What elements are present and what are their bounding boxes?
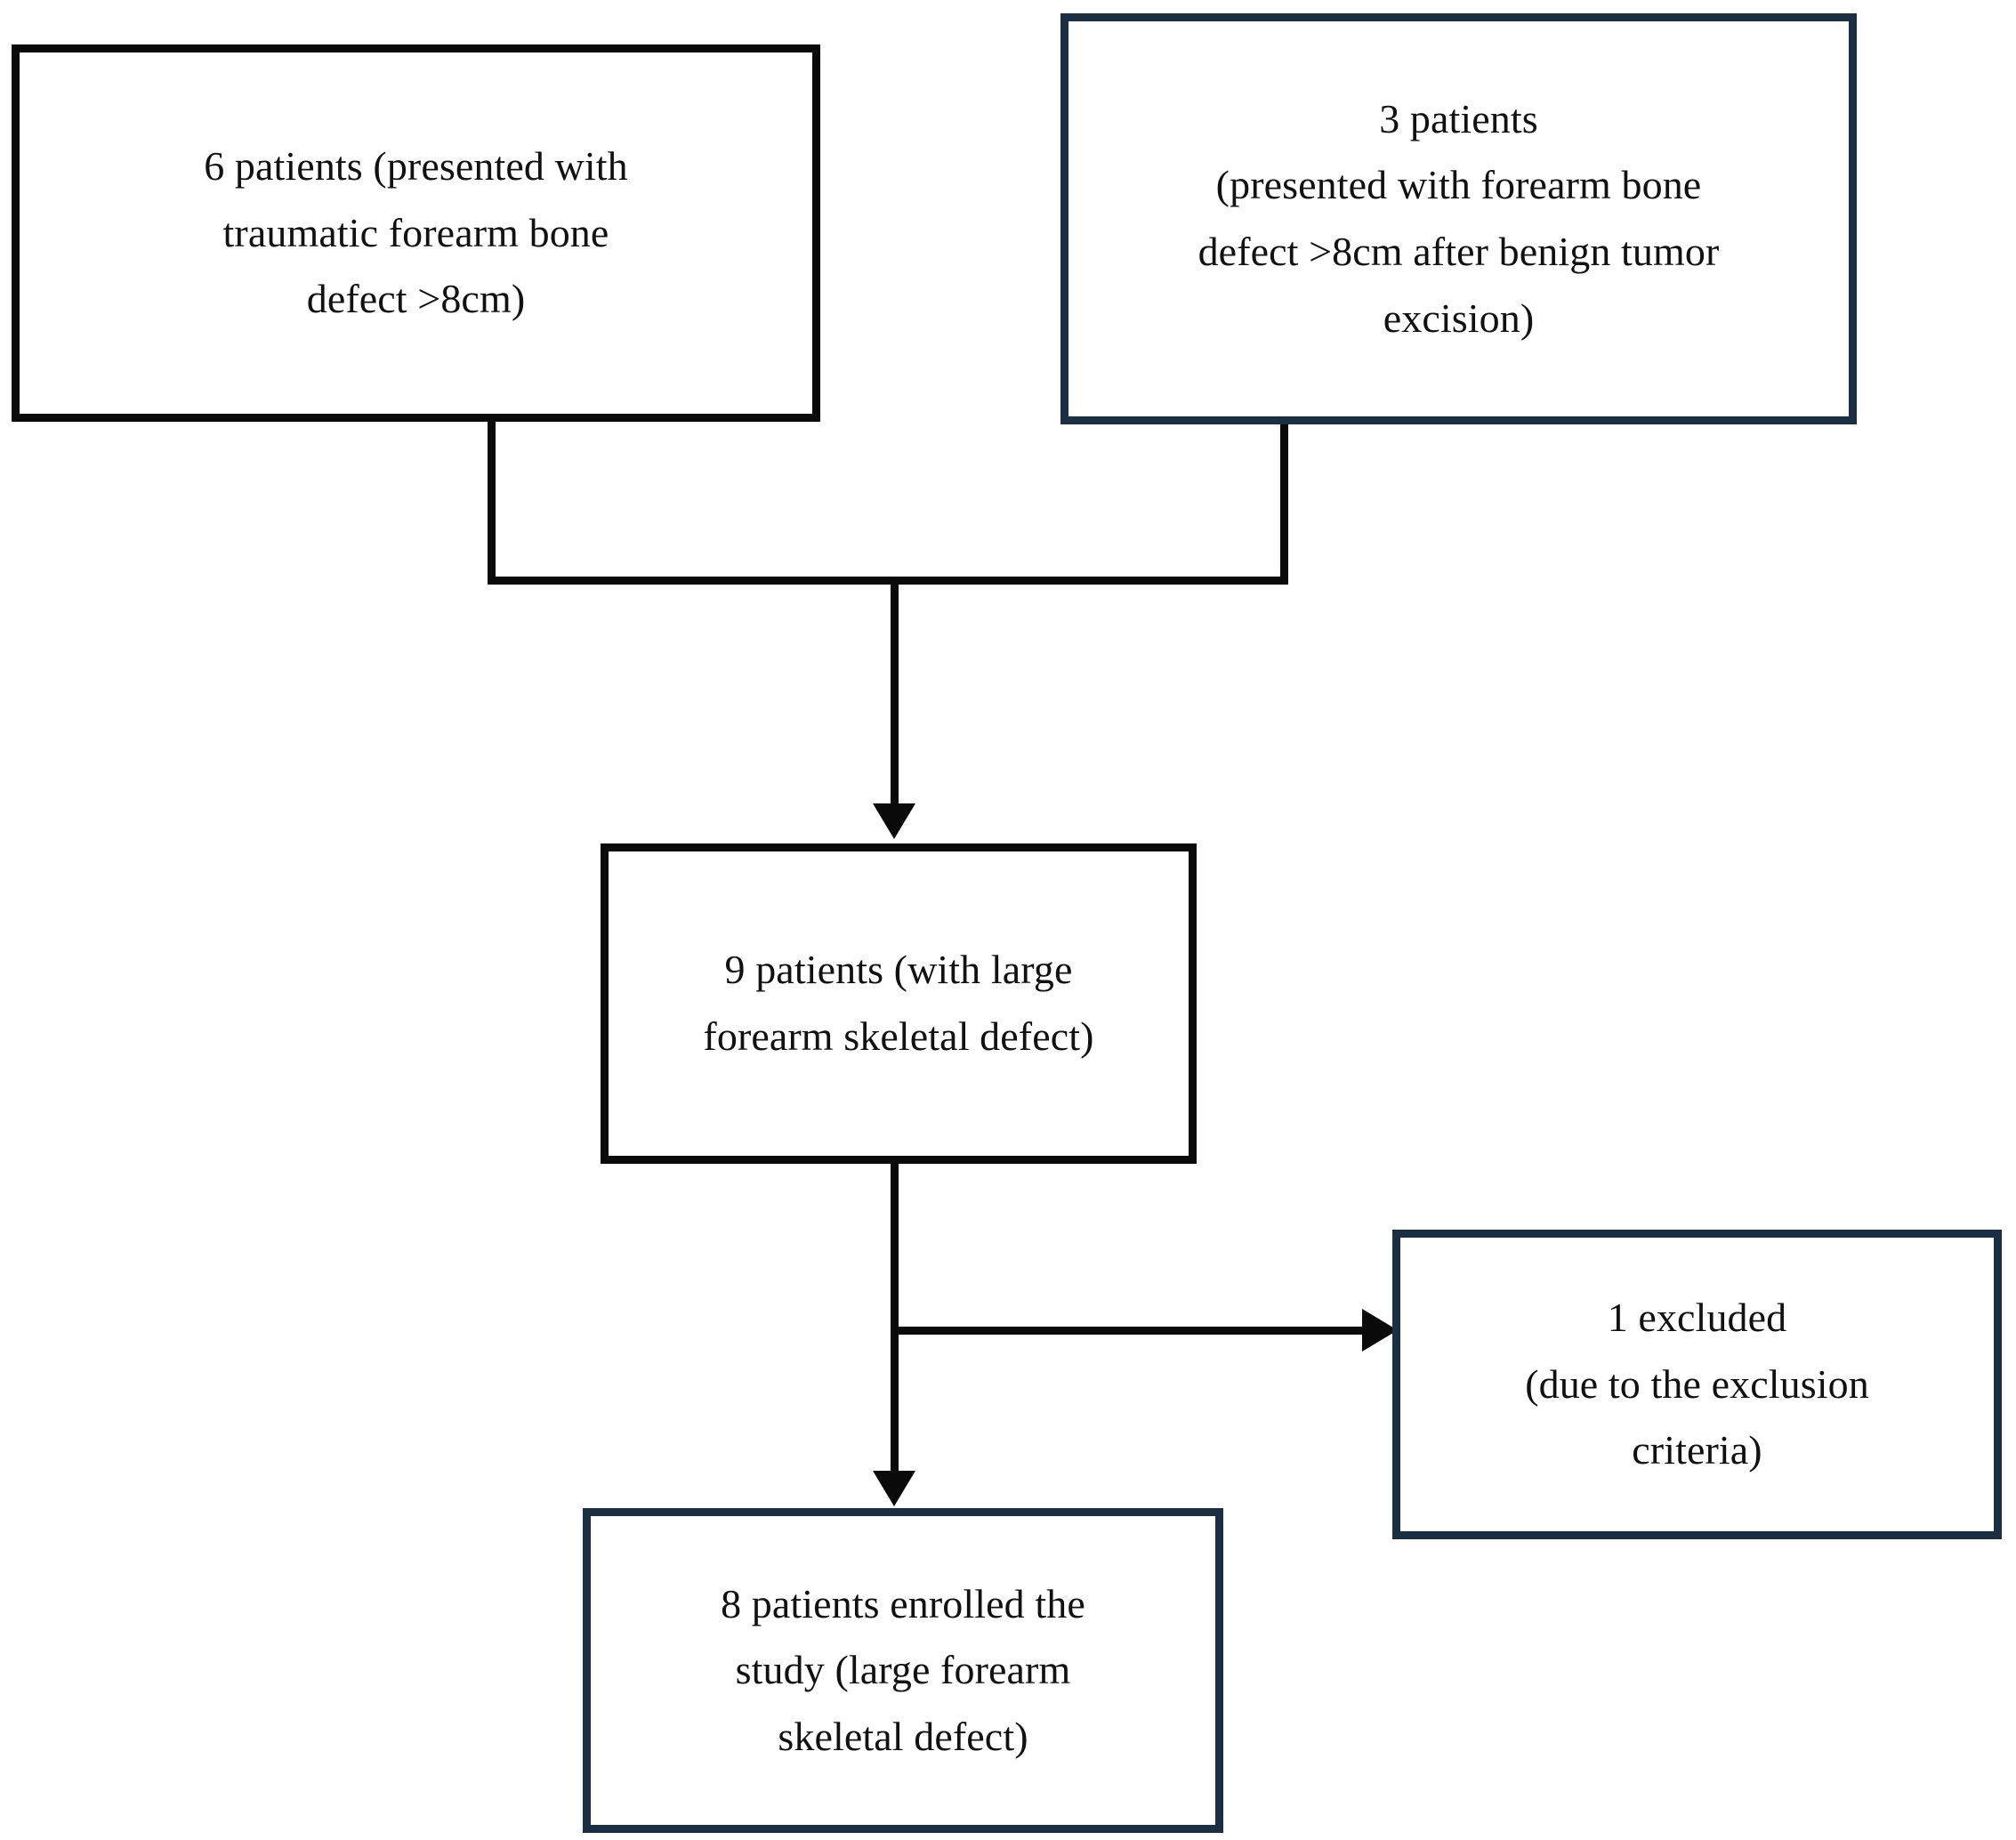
connector-pool-to-enrolled xyxy=(891,1160,899,1473)
connector-tumor-drop xyxy=(1280,418,1288,584)
arrowhead-pool-to-enrolled xyxy=(873,1471,915,1506)
node-tumor-source-label: 3 patients (presented with forearm bone … xyxy=(1198,95,1720,341)
node-combined-pool-label: 9 patients (with large forearm skeletal … xyxy=(703,947,1094,1059)
node-enrolled-label: 8 patients enrolled the study (large for… xyxy=(721,1580,1085,1759)
node-excluded-label: 1 excluded (due to the exclusion criteri… xyxy=(1525,1295,1869,1473)
node-excluded: 1 excluded (due to the exclusion criteri… xyxy=(1392,1230,2002,1539)
connector-merge-bar xyxy=(488,577,1288,585)
node-enrolled: 8 patients enrolled the study (large for… xyxy=(583,1508,1223,1833)
node-tumor-source: 3 patients (presented with forearm bone … xyxy=(1060,13,1857,424)
connector-merge-to-pool xyxy=(891,577,899,806)
node-traumatic-source-label: 6 patients (presented with traumatic for… xyxy=(204,143,628,322)
arrowhead-merge-to-pool xyxy=(873,803,915,839)
node-combined-pool: 9 patients (with large forearm skeletal … xyxy=(601,843,1197,1164)
connector-traumatic-drop xyxy=(488,416,496,584)
node-traumatic-source: 6 patients (presented with traumatic for… xyxy=(12,44,820,422)
connector-pool-to-excluded xyxy=(894,1327,1366,1335)
arrowhead-pool-to-excluded xyxy=(1362,1309,1398,1352)
